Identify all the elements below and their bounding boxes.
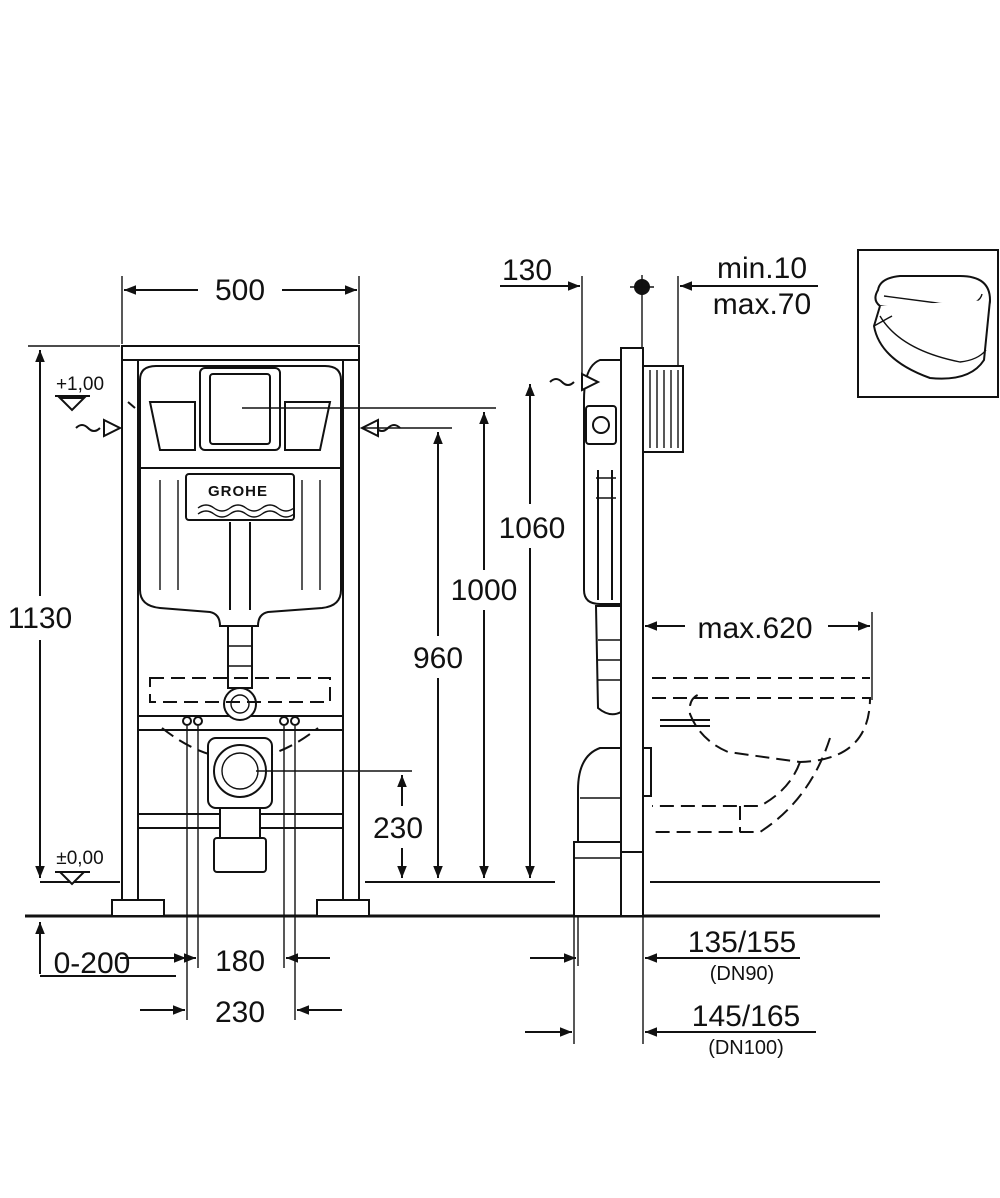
- dim-dn100-label: (DN100): [708, 1037, 784, 1059]
- dim-230-height-label: 230: [373, 812, 423, 845]
- side-frame: [549, 275, 684, 917]
- level-floor-label: ±0,00: [56, 848, 103, 869]
- wall-hung-toilet-icon: [857, 249, 999, 398]
- dim-1130-label: 1130: [8, 602, 73, 635]
- dim-0-200-label: 0-200: [54, 947, 131, 980]
- dim-1060-label: 1060: [499, 512, 566, 545]
- dim-min10-label: min.10: [717, 252, 807, 285]
- dim-130-label: 130: [502, 254, 552, 287]
- dim-180-label: 180: [215, 945, 265, 978]
- floor-lines: [25, 881, 880, 918]
- level-top-label: +1,00: [56, 374, 104, 395]
- dim-145-165-label: 145/165: [692, 1000, 800, 1033]
- dim-230-width-label: 230: [215, 996, 265, 1029]
- brand-logo: GROHE: [208, 483, 268, 500]
- side-dimension-lines: [500, 276, 873, 1044]
- dim-max620-label: max.620: [697, 612, 812, 645]
- front-frame: [111, 345, 370, 917]
- cistern-front: [75, 365, 401, 873]
- dim-960-label: 960: [413, 642, 463, 675]
- dim-1000-label: 1000: [451, 574, 518, 607]
- front-dimension-lines: [28, 276, 535, 1020]
- dim-500-label: 500: [215, 274, 265, 307]
- toilet-bowl-outline: [652, 677, 872, 833]
- dim-dn90-label: (DN90): [710, 963, 774, 985]
- dim-max70-label: max.70: [713, 288, 811, 321]
- dim-135-155-label: 135/155: [688, 926, 796, 959]
